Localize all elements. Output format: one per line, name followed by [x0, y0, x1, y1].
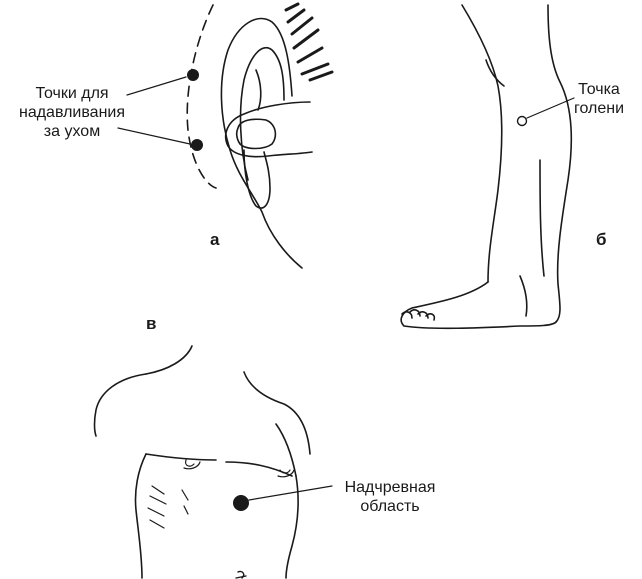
- navel: [235, 570, 247, 579]
- nipple-right: [277, 469, 295, 478]
- shin-label-line-2: голени: [573, 100, 625, 117]
- nipple-left: [183, 459, 201, 470]
- leg-back-contour: [461, 4, 503, 283]
- epigastric-label: Надчревная область: [330, 478, 450, 516]
- epigastric-label-line-2: область: [360, 498, 420, 515]
- panel-letter-b: б: [596, 230, 607, 249]
- chest-left: [145, 453, 217, 461]
- torso-left-side: [134, 453, 147, 579]
- finger: [224, 101, 313, 158]
- panel-letter-v: в: [146, 314, 157, 333]
- shin-leader: [526, 97, 575, 119]
- ear-points-label: Точки для надавливания за ухом: [12, 84, 132, 141]
- ankle-line: [519, 275, 528, 317]
- arm-right: [275, 423, 297, 477]
- ear-point-upper: [187, 69, 199, 81]
- ear-label-line-2: надавливания: [18, 104, 126, 121]
- shin-point-label: Точка голени: [556, 80, 642, 118]
- shin-point: [516, 115, 528, 127]
- rib-strokes-mid: [181, 489, 189, 515]
- epigastric-point: [233, 495, 249, 511]
- shoulder-left: [93, 373, 147, 437]
- rib-strokes-left: [147, 485, 167, 529]
- shin-label-line-1: Точка: [578, 81, 620, 98]
- ear-leader-lower: [117, 127, 191, 145]
- ear-inner-crease: [255, 69, 262, 111]
- ear-point-lower: [191, 139, 203, 151]
- hair-tuft: [284, 2, 334, 82]
- ear-drawing: [117, 2, 334, 269]
- leg-front-contour: [547, 4, 573, 323]
- epigastric-label-line-1: Надчревная: [344, 479, 436, 496]
- toes: [401, 309, 436, 321]
- ear-label-line-1: Точки для: [35, 85, 109, 102]
- shoulder-right: [243, 371, 311, 455]
- ear-lobe: [243, 149, 271, 209]
- epigastric-leader: [248, 485, 333, 501]
- fingernail: [235, 118, 277, 150]
- chest-right: [225, 461, 293, 477]
- torso-drawing: [93, 345, 333, 579]
- foot: [400, 281, 557, 330]
- torso-right-side: [285, 475, 299, 579]
- ear-antihelix: [239, 47, 285, 181]
- ear-label-line-3: за ухом: [43, 123, 101, 140]
- ear-leader-upper: [126, 76, 187, 96]
- leg-drawing: [400, 4, 575, 330]
- panel-letter-a: а: [210, 230, 220, 249]
- ear-dashed-contour: [186, 4, 217, 189]
- shin-line: [539, 159, 545, 277]
- neck-left: [145, 345, 193, 375]
- ear-helix: [220, 17, 303, 269]
- knee-crease: [485, 59, 505, 87]
